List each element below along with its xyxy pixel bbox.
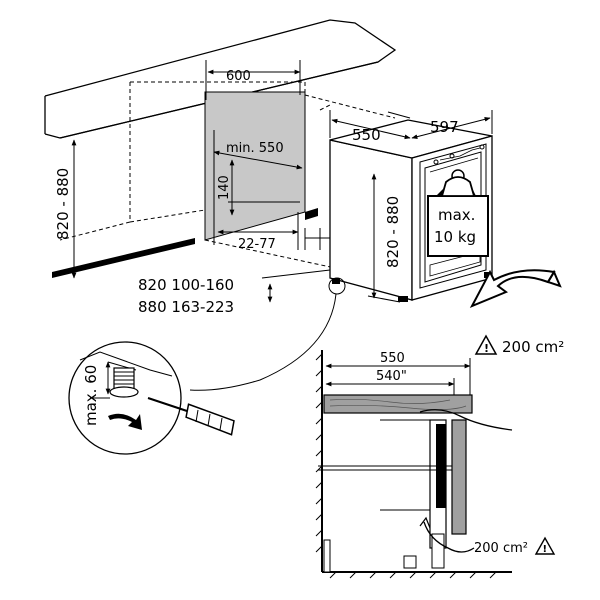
left-height-label: 820 - 880 — [54, 168, 72, 240]
rotate-arrow-icon — [108, 413, 142, 430]
screwdriver-icon — [147, 397, 235, 436]
foot-detail-view — [68, 341, 182, 455]
max-60-label: max. 60 — [82, 365, 100, 426]
detail-leader-line — [189, 293, 337, 391]
foot-adjust-dimension — [261, 269, 331, 303]
warning-triangle-icon: ! — [534, 536, 556, 555]
table-row-2: 880 163-223 — [138, 298, 234, 316]
dim-140 — [228, 159, 300, 216]
svg-text:!: ! — [543, 544, 548, 555]
max-load-label-1: max. — [438, 206, 475, 224]
min-550-dimension — [213, 130, 303, 245]
appliance-feet — [332, 272, 490, 302]
weight-icon — [427, 169, 489, 257]
svg-text:!: ! — [484, 342, 489, 355]
width-597-label: 597 — [430, 118, 459, 136]
right-height-dimension — [367, 173, 401, 303]
right-height-label: 820 - 880 — [384, 196, 402, 268]
section-view — [315, 350, 513, 579]
dim-22-77-label: 22-77 — [238, 237, 276, 252]
airflow-arrow-icon — [469, 269, 562, 308]
warning-triangle-icon: ! — [474, 334, 498, 355]
section-550-dimension — [325, 358, 471, 395]
section-540-dimension — [325, 378, 455, 395]
table-row-1: 820 100-160 — [138, 276, 234, 294]
plinth-strips — [52, 208, 318, 278]
width-597-dimension — [387, 110, 493, 139]
depth-550-label: 550 — [352, 126, 381, 144]
max-load-label-2: 10 kg — [434, 228, 476, 246]
min-550-label: min. 550 — [226, 141, 284, 156]
vent-area-top-label: 200 cm² — [502, 338, 564, 356]
section-540-label: 540" — [376, 369, 407, 384]
vent-area-bottom-label: 200 cm² — [474, 541, 528, 556]
depth-550-dimension — [329, 110, 411, 140]
width-600-label: 600 — [226, 69, 251, 84]
foot-detail-circle — [328, 277, 346, 295]
dim-140-label: 140 — [217, 175, 232, 200]
dim-22-77 — [217, 212, 299, 250]
section-550-label: 550 — [380, 351, 405, 366]
width-600-dimension — [205, 60, 301, 100]
